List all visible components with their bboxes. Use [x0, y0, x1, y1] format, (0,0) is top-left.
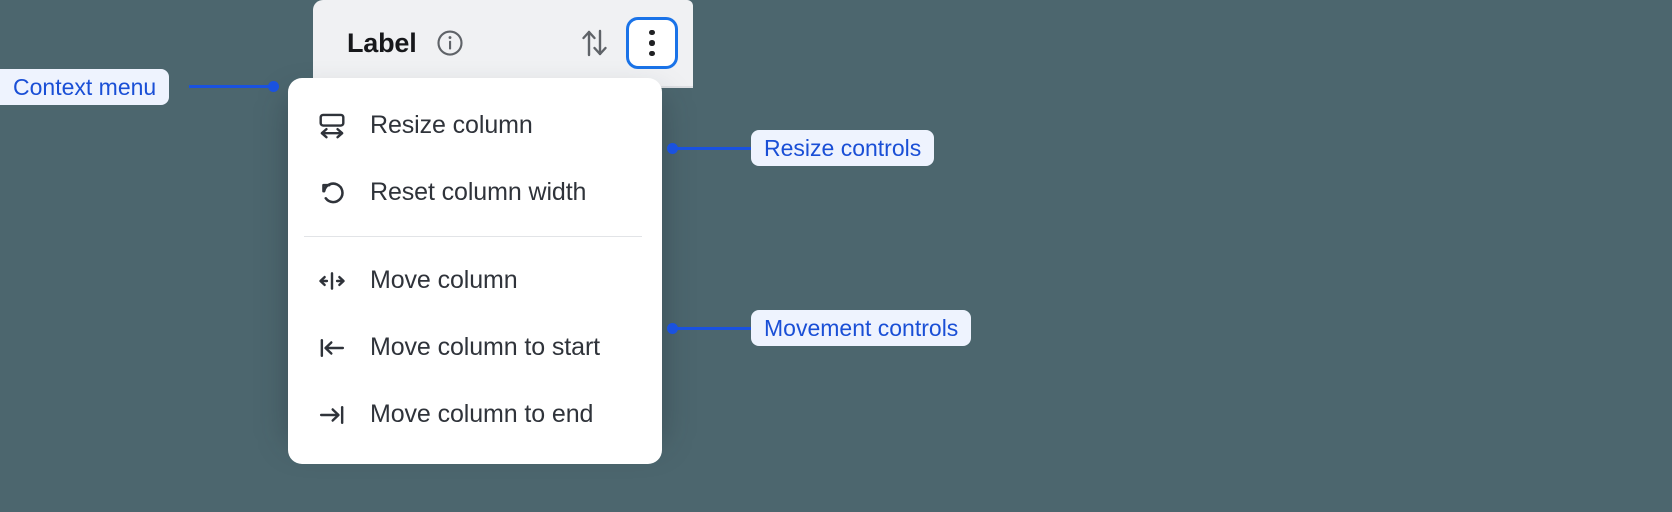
menu-item-move-column[interactable]: Move column	[288, 247, 662, 314]
kebab-dot-2	[649, 40, 655, 46]
sort-ascending-descending-icon[interactable]	[577, 25, 611, 61]
menu-item-reset-column-width[interactable]: Reset column width	[288, 159, 662, 226]
menu-item-label: Move column	[370, 266, 518, 294]
kebab-dot-1	[649, 29, 655, 36]
kebab-dot-3	[649, 50, 655, 57]
menu-item-label: Move column to start	[370, 333, 601, 361]
page-title: Label	[347, 27, 417, 58]
menu-divider	[304, 236, 642, 237]
callout-leader-line-movement-controls	[672, 327, 754, 330]
context-menu: Resize column Reset column width Mo	[288, 78, 662, 464]
move-to-end-icon	[316, 399, 348, 431]
move-to-start-icon	[316, 332, 348, 364]
column-header-panel: Label	[313, 0, 693, 88]
callout-anchor-dot-movement-controls	[667, 323, 678, 334]
reset-rotate-ccw-icon	[316, 177, 348, 209]
menu-item-move-column-to-end[interactable]: Move column to end	[288, 381, 662, 448]
info-circle-icon[interactable]	[435, 28, 465, 58]
callout-leader-line-context-menu	[189, 85, 273, 88]
callout-movement-controls: Movement controls	[751, 310, 972, 346]
menu-item-label: Resize column	[370, 111, 533, 139]
menu-item-move-column-to-start[interactable]: Move column to start	[288, 314, 662, 381]
column-options-menu-button[interactable]	[629, 20, 675, 66]
callout-leader-line-resize-controls	[672, 147, 754, 150]
menu-item-label: Reset column width	[370, 178, 587, 206]
callout-context-menu: Context menu	[0, 69, 170, 105]
resize-column-icon	[316, 110, 348, 142]
callout-anchor-dot-resize-controls	[667, 143, 678, 154]
callout-resize-controls: Resize controls	[751, 130, 935, 166]
menu-item-label: Move column to end	[370, 400, 594, 428]
move-column-left-right-icon	[316, 265, 348, 297]
menu-item-resize-column[interactable]: Resize column	[288, 92, 662, 159]
callout-anchor-dot-context-menu	[268, 81, 279, 92]
